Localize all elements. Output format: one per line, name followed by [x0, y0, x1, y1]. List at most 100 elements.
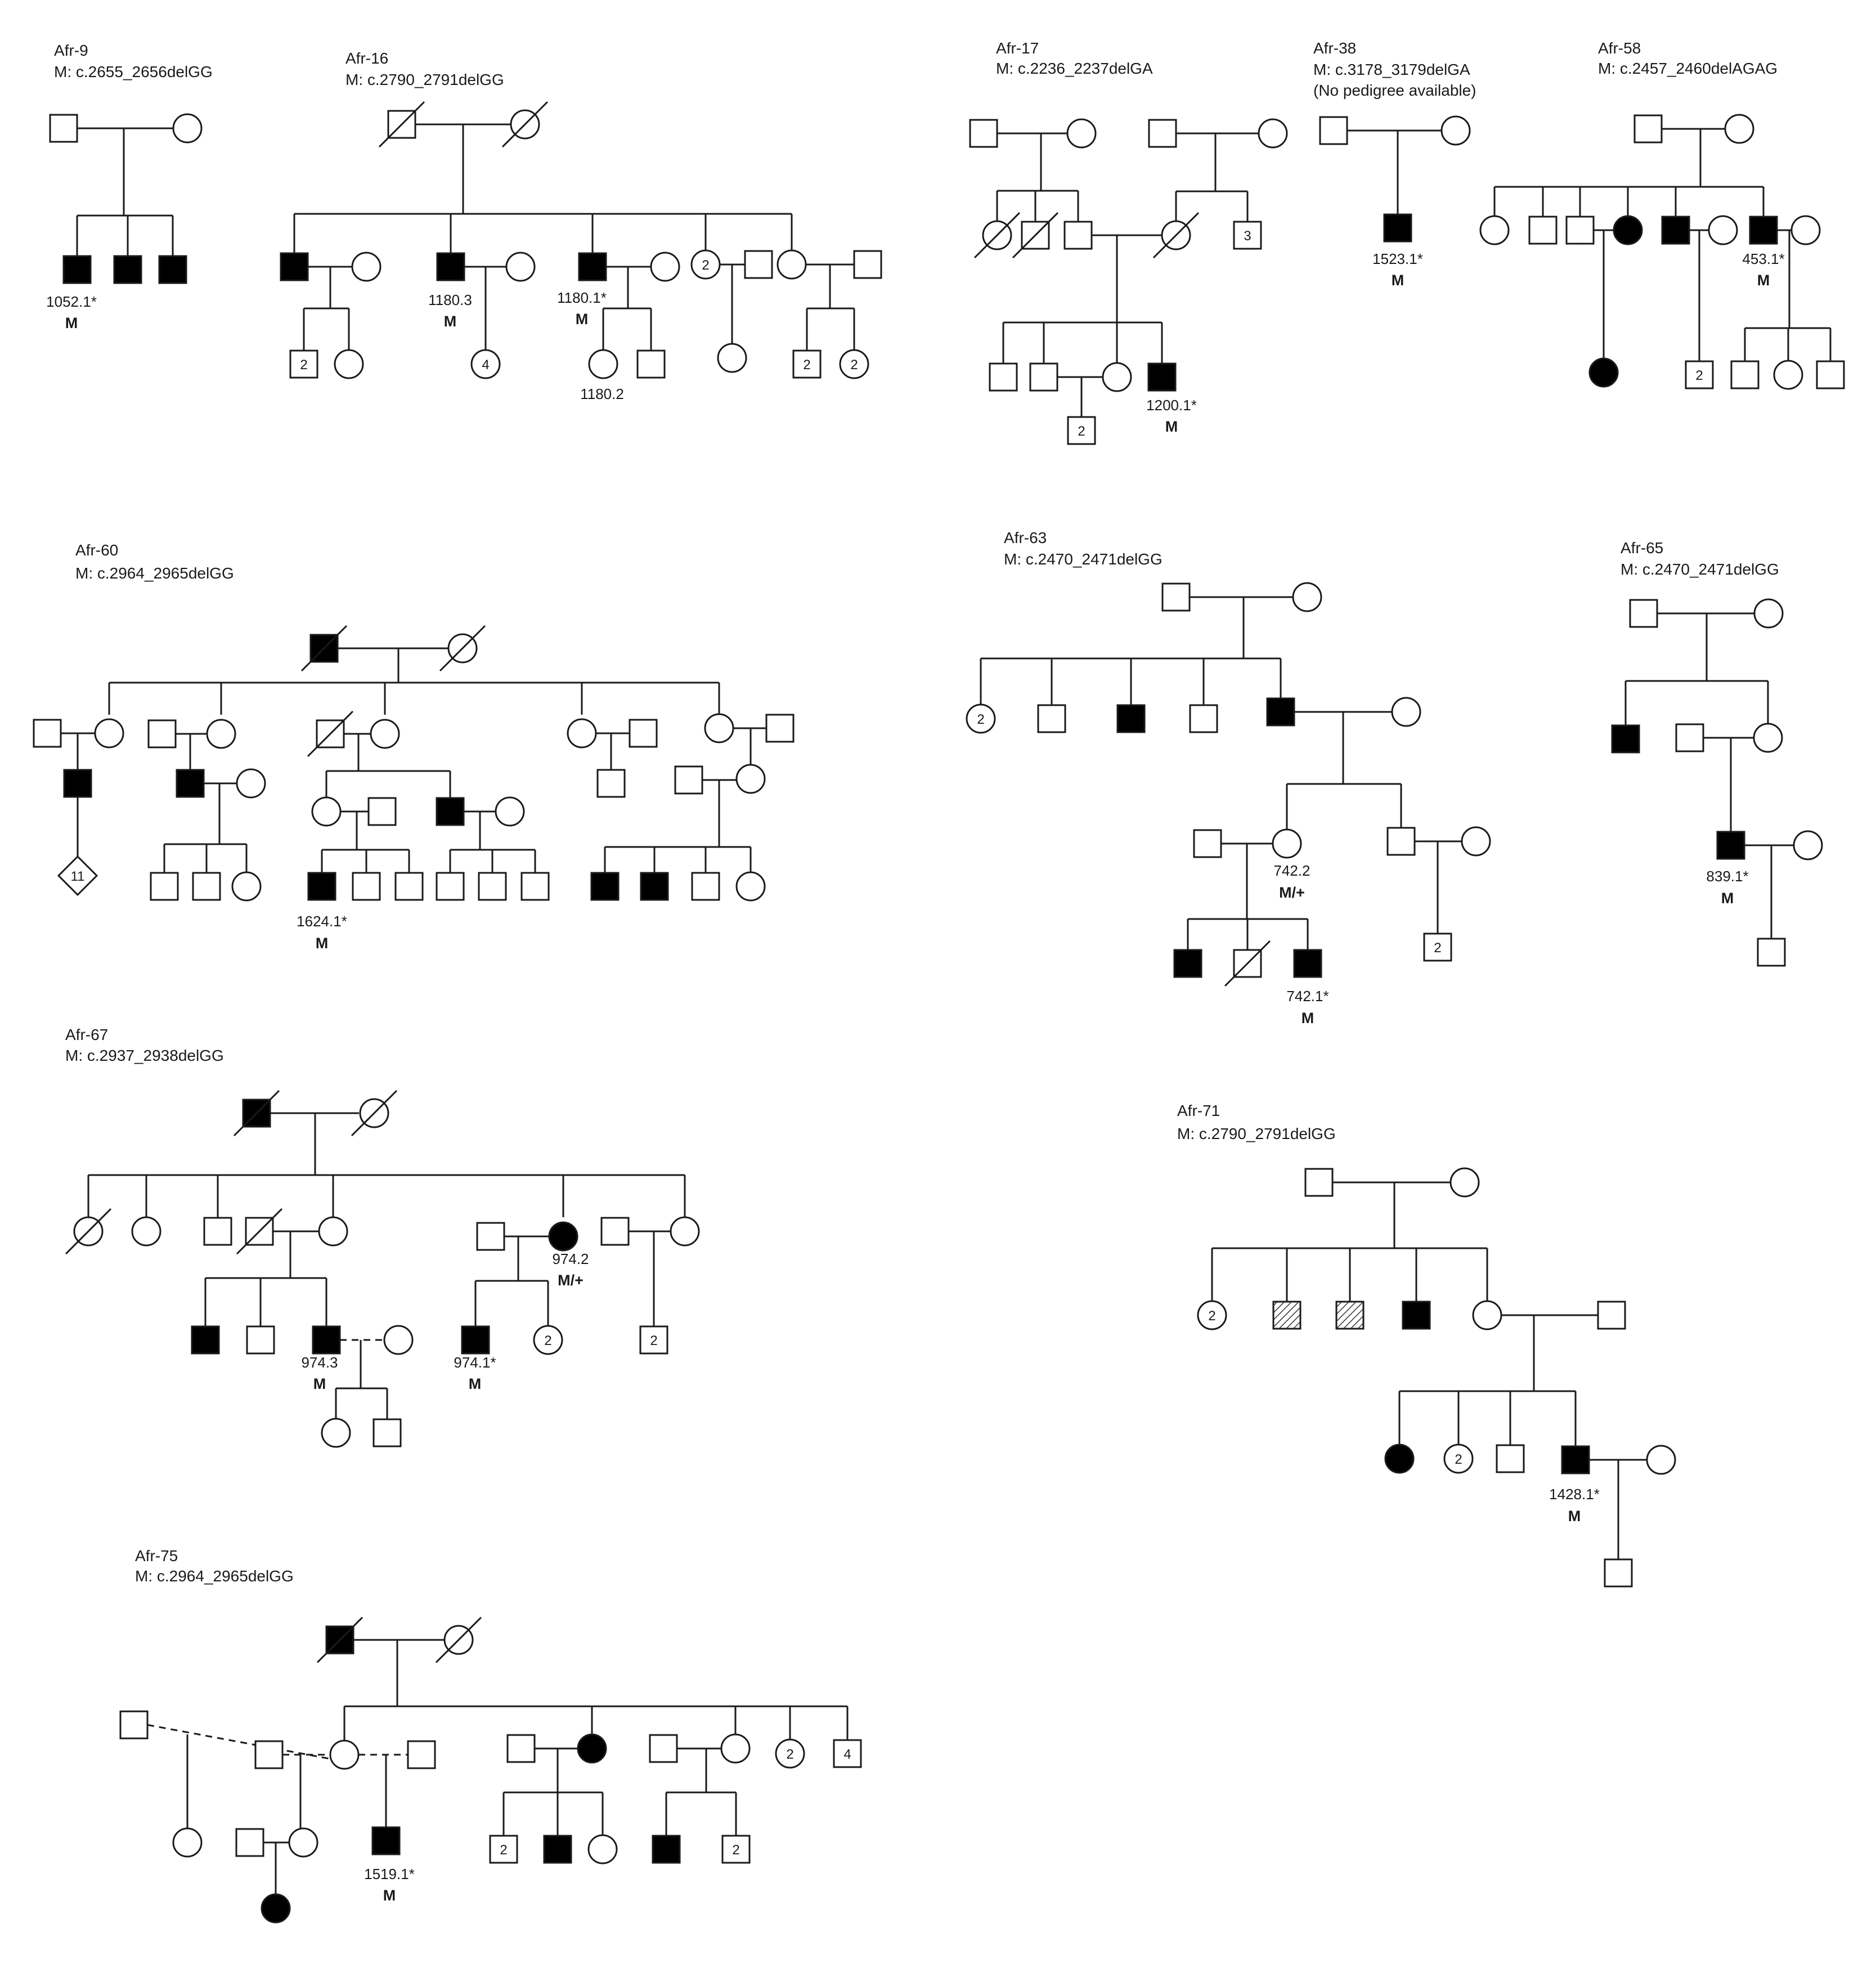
male-unaffected — [254, 1740, 284, 1769]
individual-id-1180-3: 1180.3 — [428, 292, 472, 308]
genotype-1523-1: M — [1392, 272, 1404, 289]
genotype-1428-1: M — [1568, 1508, 1581, 1525]
male-hatched — [1272, 1301, 1301, 1330]
male-affected — [543, 1835, 572, 1864]
genotype-1200-1: M — [1165, 418, 1178, 435]
male-unaffected — [1233, 221, 1262, 250]
family-name-afr38: Afr-38 — [1313, 39, 1356, 57]
male-unaffected — [1161, 582, 1191, 612]
female-deceased-slash — [973, 212, 1021, 259]
female-unaffected — [775, 1738, 805, 1769]
male-unaffected — [192, 872, 221, 901]
female-unaffected — [650, 252, 680, 282]
male-affected — [1173, 949, 1202, 978]
female-count: 2 — [850, 357, 858, 373]
female-unaffected — [1790, 215, 1821, 245]
male-unaffected — [147, 719, 177, 748]
male-unaffected — [1067, 416, 1096, 445]
male-unaffected — [1386, 827, 1416, 856]
male-unaffected — [765, 714, 795, 743]
genotype-974-2: M/+ — [558, 1272, 584, 1289]
female-count: 2 — [1455, 1452, 1462, 1467]
male-affected — [191, 1325, 220, 1355]
male-unaffected — [436, 872, 465, 901]
male-affected — [63, 769, 92, 798]
female-count: 2 — [702, 258, 709, 273]
male-unaffected — [150, 872, 179, 901]
male-unaffected — [1029, 362, 1058, 392]
female-unaffected — [1102, 362, 1132, 392]
female-deceased-slash — [1152, 212, 1200, 259]
male-affected — [578, 252, 607, 281]
male-unaffected — [989, 362, 1018, 392]
male-count: 2 — [803, 357, 810, 373]
mutation-afr58: M: c.2457_2460delAGAG — [1598, 60, 1778, 77]
individual-id-974-2: 974.2 — [552, 1250, 589, 1267]
male-count: 2 — [500, 1842, 507, 1858]
mutation-afr71: M: c.2790_2791delGG — [1177, 1125, 1336, 1142]
genotype-742-2: M/+ — [1279, 884, 1305, 901]
male-count: 2 — [732, 1842, 739, 1858]
female-unaffected — [94, 718, 124, 748]
male-count: 2 — [1078, 424, 1085, 439]
male-unaffected — [1319, 116, 1348, 145]
female-unaffected — [311, 796, 342, 827]
genotype-1624-1: M — [316, 935, 329, 952]
male-affected — [280, 252, 309, 281]
female-unaffected — [690, 249, 721, 280]
male-unaffected — [1037, 704, 1066, 733]
individual-id-1519-1: 1519.1* — [364, 1866, 415, 1882]
female-affected — [577, 1733, 607, 1764]
female-unaffected — [1724, 114, 1754, 144]
male-unaffected — [1730, 360, 1760, 389]
male-unaffected — [1528, 216, 1558, 245]
male-unaffected — [289, 349, 318, 379]
male-unaffected — [1816, 360, 1845, 389]
male-unaffected — [1597, 1301, 1626, 1330]
female-unaffected — [172, 1827, 203, 1858]
male-deceased-slash — [316, 1616, 363, 1664]
female-unaffected — [288, 1827, 318, 1858]
female-deceased-slash — [439, 625, 486, 672]
female-unaffected — [1773, 360, 1803, 390]
individual-id-1180-2: 1180.2 — [580, 385, 624, 402]
female-affected — [1384, 1443, 1415, 1474]
unspecified-sex-symbol — [57, 855, 98, 896]
male-unaffected — [246, 1325, 275, 1355]
male-unaffected — [1304, 1168, 1334, 1197]
unspecified-count: 11 — [71, 869, 85, 884]
male-unaffected — [1685, 360, 1714, 389]
female-unaffected — [1391, 697, 1421, 727]
male-affected — [1266, 697, 1295, 727]
individual-id-1624-1: 1624.1* — [297, 913, 347, 930]
female-unaffected — [131, 1216, 161, 1247]
male-count: 2 — [1695, 368, 1703, 383]
male-unaffected — [394, 872, 424, 901]
male-affected — [436, 252, 465, 281]
female-unaffected — [1472, 1300, 1502, 1330]
male-unaffected — [478, 872, 507, 901]
male-count: 2 — [300, 357, 307, 373]
family-name-afr75: Afr-75 — [135, 1547, 178, 1564]
male-unaffected — [352, 872, 381, 901]
female-affected — [261, 1893, 291, 1924]
male-affected — [1293, 949, 1322, 978]
male-unaffected — [372, 1418, 402, 1447]
male-affected — [312, 1325, 341, 1355]
female-unaffected — [1197, 1300, 1227, 1330]
female-affected — [548, 1221, 578, 1252]
mutation-afr17: M: c.2236_2237delGA — [996, 60, 1153, 77]
female-unaffected — [567, 718, 597, 748]
male-affected — [176, 769, 205, 798]
female-unaffected — [321, 1418, 351, 1448]
male-hatched — [1335, 1301, 1365, 1330]
female-unaffected — [720, 1733, 751, 1764]
mutation-afr9: M: c.2655_2656delGG — [54, 63, 213, 80]
genotype-974-1: M — [469, 1375, 482, 1392]
mutation-afr65: M: c.2470_2471delGG — [1621, 561, 1779, 578]
male-deceased-slash — [1224, 940, 1271, 987]
male-deceased-slash — [307, 710, 354, 757]
family-name-afr71: Afr-71 — [1177, 1102, 1220, 1119]
female-unaffected — [1793, 830, 1823, 860]
